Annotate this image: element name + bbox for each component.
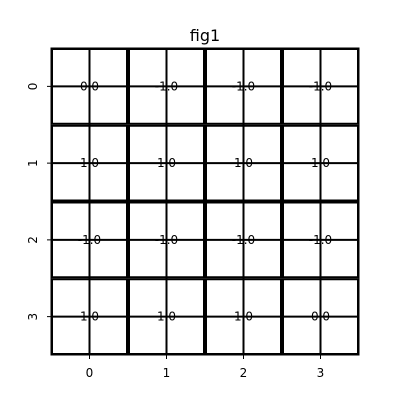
cell-value-label: 1.0 — [234, 310, 253, 324]
x-tick-label: 2 — [240, 366, 248, 380]
cell-value-label: 1.0 — [234, 156, 253, 170]
x-tick-label: 0 — [86, 366, 94, 380]
x-tick-label: 3 — [317, 366, 325, 380]
cell-value-label: 1.0 — [80, 156, 99, 170]
cell-value-label: -1.0 — [155, 233, 178, 247]
y-tick-label: 0 — [26, 83, 40, 91]
cell-value-label: 1.0 — [157, 156, 176, 170]
cell-value-label: -1.0 — [78, 233, 101, 247]
y-tick-label: 3 — [26, 313, 40, 321]
cell-value-label: -1.0 — [309, 233, 332, 247]
x-tick-label: 1 — [163, 366, 171, 380]
chart-title: fig1 — [190, 26, 220, 45]
cell-value-labels: 0.0 -1.0 -1.0 -1.0 1.0 1.0 1.0 1.0 -1.0 -1.0 -1.0 -… — [78, 79, 332, 323]
gridlines — [50, 47, 360, 356]
cell-value-label: 1.0 — [80, 310, 99, 324]
y-axis: 0 1 2 3 — [26, 83, 51, 321]
y-tick-label: 2 — [26, 236, 40, 244]
cell-value-label: -1.0 — [232, 233, 255, 247]
y-tick-label: 1 — [26, 159, 40, 167]
cell-value-label: -1.0 — [309, 79, 332, 93]
cell-value-label: 1.0 — [157, 310, 176, 324]
cell-value-label: 0.0 — [311, 310, 330, 324]
cell-value-label: -1.0 — [155, 79, 178, 93]
plot-frame — [50, 47, 360, 356]
cell-value-label: 0.0 — [80, 79, 99, 93]
cell-value-label: 1.0 — [311, 156, 330, 170]
cell-value-label: -1.0 — [232, 79, 255, 93]
x-axis: 0 1 2 3 — [86, 355, 325, 380]
